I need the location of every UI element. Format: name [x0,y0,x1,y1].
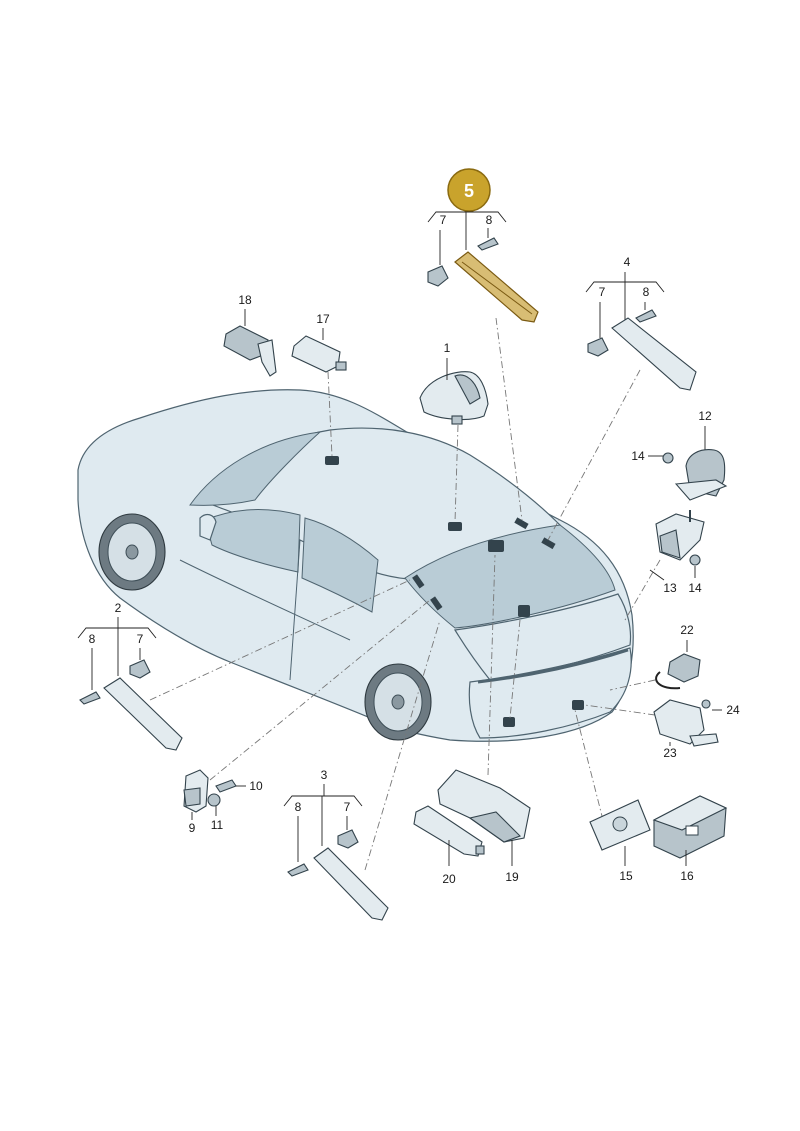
label-1: 1 [444,341,451,355]
connector-lines [149,317,661,871]
label-17: 17 [316,312,330,326]
part-1-roof-antenna: 1 [419,341,489,425]
label-7-part5: 7 [440,213,447,227]
part-9-10-11-assembly: 9 10 11 [183,769,263,835]
label-8-part2: 8 [89,632,96,646]
label-20: 20 [442,872,456,886]
label-8-part4: 8 [643,285,650,299]
label-8-part5: 8 [486,213,493,227]
car-illustration [77,389,634,742]
part-3-antenna-strip: 3 8 7 [283,768,389,921]
label-7-part3: 7 [344,800,351,814]
part-19-20-assembly: 19 20 [413,769,531,886]
label-19: 19 [505,870,519,884]
part-2-antenna-strip: 2 8 7 [77,601,183,751]
label-2: 2 [115,601,122,615]
label-23: 23 [663,746,677,760]
label-11: 11 [211,818,224,832]
label-22: 22 [680,623,694,637]
label-18: 18 [238,293,252,307]
label-16: 16 [680,869,694,883]
label-4: 4 [624,255,631,269]
part-18-module-bracket: 18 [223,293,277,377]
label-24: 24 [726,703,740,717]
label-3: 3 [321,768,328,782]
part-12-13-14-assembly: 12 14 13 14 [631,409,728,595]
part-15-16-assembly: 15 16 [589,795,728,883]
label-13: 13 [663,581,677,595]
label-7-part2: 7 [137,632,144,646]
label-7-part4: 7 [599,285,606,299]
label-14-bottom: 14 [688,581,702,595]
label-12: 12 [698,409,712,423]
label-10: 10 [249,779,263,793]
label-8-part3: 8 [295,800,302,814]
part-22-23-24-assembly: 22 24 23 [653,623,740,760]
part-4-antenna-strip: 4 7 8 [585,255,697,391]
label-14-top: 14 [631,449,645,463]
part-17-control-module: 17 [291,312,347,373]
badge-circle [447,168,491,212]
part-5-highlighted-antenna: 5 7 8 [427,168,539,323]
label-9: 9 [189,821,196,835]
badge-label: 5 [464,181,474,201]
label-15: 15 [619,869,633,883]
